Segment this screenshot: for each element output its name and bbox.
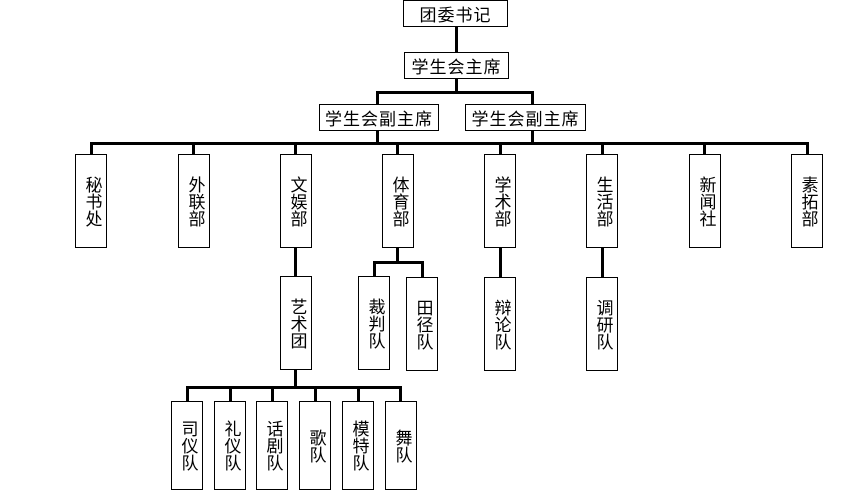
connector-team-6 <box>399 386 402 401</box>
connector-president-down <box>455 78 458 93</box>
connector-academic-down <box>499 247 502 277</box>
node-news: 新闻社 <box>689 154 721 248</box>
connector-dept-1 <box>90 142 93 154</box>
node-drama-team: 话剧队 <box>256 401 288 490</box>
connector-vice-left-down <box>376 130 379 144</box>
node-singing-team: 歌队 <box>299 401 331 490</box>
node-vice-president-right: 学生会副主席 <box>465 104 586 131</box>
node-external-relations: 外联部 <box>178 154 210 248</box>
connector-troupe-bar <box>186 386 402 389</box>
connector-vice-right-down <box>531 130 534 144</box>
connector-dept-5 <box>499 142 502 154</box>
connector-vice-right <box>531 91 534 104</box>
connector-vice-left <box>376 91 379 104</box>
node-league-secretary: 团委书记 <box>403 0 508 27</box>
connector-vice-bar <box>376 91 534 94</box>
node-president: 学生会主席 <box>404 52 509 79</box>
connector-sports-right <box>421 261 424 277</box>
node-debate-team: 辩论队 <box>484 277 516 371</box>
node-dance-team: 舞队 <box>385 401 417 490</box>
node-academic: 学术部 <box>484 154 516 248</box>
connector-dept-7 <box>703 142 706 154</box>
connector-life-down <box>601 247 604 277</box>
node-research-team: 调研队 <box>586 277 618 371</box>
connector-arts-down <box>294 247 297 276</box>
node-track-team: 田径队 <box>406 277 438 371</box>
node-secretariat: 秘书处 <box>75 154 107 248</box>
connector-sports-left <box>373 261 376 276</box>
connector-team-3 <box>271 386 274 401</box>
node-quality-development: 素拓部 <box>791 154 823 248</box>
node-art-troupe: 艺术团 <box>280 276 312 370</box>
connector-dept-3 <box>294 142 297 154</box>
connector-department-bar <box>90 142 809 145</box>
node-vice-president-left: 学生会副主席 <box>319 104 439 131</box>
connector-sports-bar <box>373 261 424 264</box>
connector-troupe-down <box>294 369 297 388</box>
connector-team-2 <box>229 386 232 401</box>
connector-dept-4 <box>396 142 399 154</box>
connector-dept-8 <box>806 142 809 154</box>
node-etiquette-team: 礼仪队 <box>214 401 246 490</box>
connector-dept-6 <box>601 142 604 154</box>
connector-root-president <box>455 26 458 53</box>
connector-team-1 <box>186 386 189 401</box>
node-mc-team: 司仪队 <box>171 401 203 490</box>
connector-team-4 <box>314 386 317 401</box>
node-entertainment: 文娱部 <box>280 154 312 248</box>
node-sports: 体育部 <box>382 154 414 248</box>
connector-team-5 <box>357 386 360 401</box>
node-model-team: 模特队 <box>342 401 374 490</box>
connector-sports-down <box>396 247 399 263</box>
node-referee-team: 裁判队 <box>358 276 390 370</box>
connector-dept-2 <box>192 142 195 154</box>
node-life: 生活部 <box>586 154 618 248</box>
